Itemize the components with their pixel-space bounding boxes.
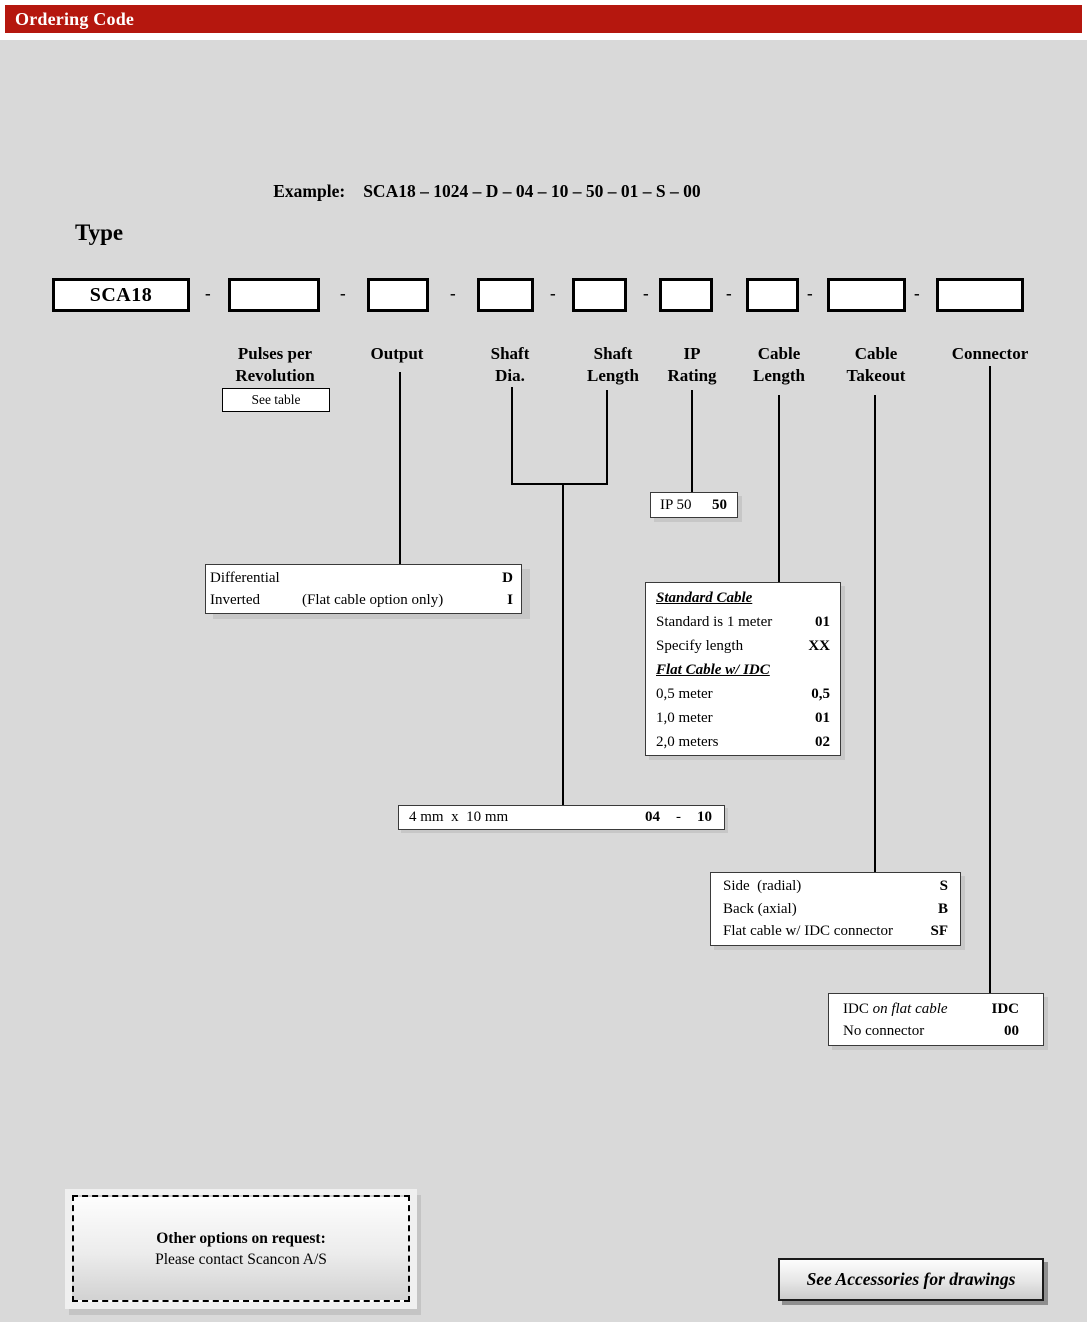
field-label-shaft-dia: Shaft Dia.	[490, 344, 530, 385]
output-detail-box: Differential D Inverted (Flat cable opti…	[205, 564, 522, 614]
example-code: SCA18 – 1024 – D – 04 – 10 – 50 – 01 – S…	[363, 181, 701, 201]
option-row: 1,0 meter 01	[656, 710, 830, 726]
option-row: Specify length XX	[656, 638, 830, 654]
section-title: Ordering Code	[15, 8, 135, 29]
option-row: IDC on flat cable IDC	[843, 1001, 1019, 1017]
code-separator: -	[643, 284, 649, 303]
line-shaft-length	[606, 390, 608, 483]
code-box-shaft-length	[572, 278, 627, 312]
shaft-length-code: 10	[697, 809, 712, 825]
code-separator: -	[914, 284, 920, 303]
other-options-note: Other options on request: Please contact…	[72, 1195, 410, 1302]
field-label-shaft-length: Shaft Length	[587, 344, 639, 385]
option-row: 2,0 meters 02	[656, 734, 830, 750]
option-row: Differential D	[210, 570, 513, 586]
shaft-dia-code: 04	[645, 809, 660, 825]
example-label: Example:	[273, 181, 346, 201]
option-row: 0,5 meter 0,5	[656, 686, 830, 702]
cable-takeout-detail-box: Side (radial) S Back (axial) B Flat cabl…	[710, 872, 961, 946]
section-heading: Flat Cable w/ IDC	[656, 662, 770, 678]
line-connector	[989, 366, 991, 993]
connector-detail-box: IDC on flat cable IDC No connector 00	[828, 993, 1044, 1046]
line-shaft-join	[511, 483, 608, 485]
code-separator: -	[550, 284, 556, 303]
code-box-output	[367, 278, 429, 312]
other-options-frame: Other options on request: Please contact…	[65, 1189, 417, 1309]
other-options-text: Please contact Scancon A/S	[155, 1250, 327, 1268]
option-row: Standard is 1 meter 01	[656, 614, 830, 630]
code-separator: -	[340, 284, 346, 303]
field-label-output: Output	[370, 344, 424, 363]
see-table-box: See table	[222, 388, 330, 412]
option-row: Side (radial) S	[723, 878, 948, 894]
field-label-cable-length: Cable Length	[753, 344, 805, 385]
code-box-shaft-dia	[477, 278, 534, 312]
ip-rating-code: 50	[712, 496, 727, 513]
code-box-cable-takeout	[827, 278, 906, 312]
shaft-dimensions-label: 4 mm x 10 mm	[409, 809, 509, 825]
shaft-detail-box: 4 mm x 10 mm 04 - 10	[398, 805, 725, 830]
line-ip-rating	[691, 390, 693, 492]
code-box-pulses	[228, 278, 320, 312]
code-box-cable-length	[746, 278, 799, 312]
example-line: Example: SCA18 – 1024 – D – 04 – 10 – 50 …	[247, 160, 701, 223]
cable-length-detail-box: Standard Cable Standard is 1 meter 01 Sp…	[645, 582, 841, 756]
other-options-title: Other options on request:	[156, 1229, 326, 1247]
code-separator: -	[205, 284, 211, 303]
code-separator: -	[450, 284, 456, 303]
line-output	[399, 372, 401, 564]
base-code-box: SCA18	[52, 278, 190, 312]
option-row: Flat cable w/ IDC connector SF	[723, 923, 948, 939]
type-heading: Type	[75, 220, 124, 245]
line-shaft-dia	[511, 387, 513, 483]
accessories-note: See Accessories for drawings	[778, 1258, 1044, 1301]
page-body: Example: SCA18 – 1024 – D – 04 – 10 – 50 …	[0, 40, 1087, 1322]
section-heading: Standard Cable	[656, 590, 753, 606]
shaft-code-separator: -	[676, 809, 681, 825]
field-label-ip-rating: IP Rating	[667, 344, 717, 385]
code-box-ip-rating	[659, 278, 713, 312]
code-separator: -	[807, 284, 813, 303]
ip-rating-label: IP 50	[660, 496, 692, 513]
code-separator: -	[726, 284, 732, 303]
section-header-bar: Ordering Code	[5, 5, 1082, 33]
option-row: Back (axial) B	[723, 900, 948, 917]
line-cable-takeout	[874, 395, 876, 872]
option-row: No connector 00	[843, 1023, 1019, 1039]
option-row: Inverted (Flat cable option only) I	[210, 592, 513, 608]
field-label-cable-takeout: Cable Takeout	[846, 344, 906, 385]
line-shaft-down	[562, 483, 564, 805]
field-label-pulses: Pulses per Revolution	[235, 344, 315, 385]
line-cable-length	[778, 395, 780, 582]
field-label-connector: Connector	[951, 344, 1029, 363]
ip-rating-detail-box: IP 50 50	[650, 492, 738, 518]
code-box-connector	[936, 278, 1024, 312]
